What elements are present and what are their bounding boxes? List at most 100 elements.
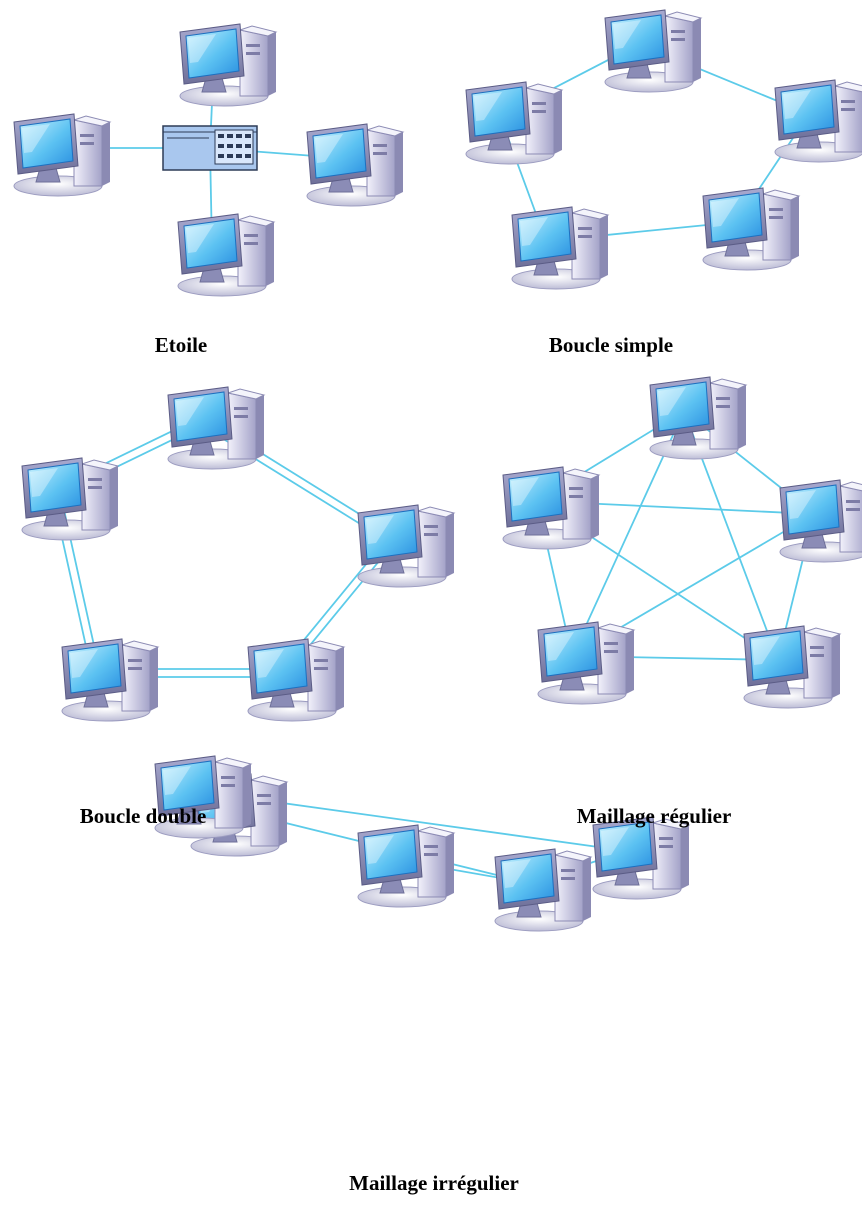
screen-glare xyxy=(601,827,629,856)
switch-port xyxy=(236,134,242,138)
screen-glare xyxy=(366,835,394,864)
drive-bay xyxy=(561,869,575,872)
tower-side xyxy=(600,215,608,279)
drive-bay xyxy=(532,110,546,113)
tower-side xyxy=(279,782,287,846)
network-switch-icon xyxy=(162,125,258,171)
tower-side xyxy=(693,18,701,82)
screen-glare xyxy=(783,90,811,119)
computer-icon-etoile-bottom xyxy=(177,213,276,297)
drive-bay xyxy=(569,487,583,490)
drive-bay xyxy=(244,234,258,237)
computer-icon-boucle-double-bottom-left xyxy=(61,638,160,722)
drive-bay xyxy=(246,52,260,55)
drive-bay xyxy=(314,667,328,670)
tower-side xyxy=(268,32,276,96)
tower-case xyxy=(214,761,244,829)
monitor-screen xyxy=(27,462,82,513)
monitor-screen xyxy=(471,86,526,137)
monitor-screen xyxy=(363,829,418,880)
caption-boucle-double: Boucle double xyxy=(79,804,207,828)
monitor-screen xyxy=(708,192,763,243)
screen-glare xyxy=(163,766,191,795)
tower-case xyxy=(250,779,280,847)
monitor-screen xyxy=(500,853,555,904)
computer-icon-boucle-simple-right xyxy=(774,79,862,163)
tower-side xyxy=(583,857,591,921)
drive-bay xyxy=(769,216,783,219)
monitor-screen xyxy=(780,84,835,135)
drive-bay xyxy=(424,533,438,536)
monitor-screen xyxy=(363,509,418,560)
tower-side xyxy=(591,475,599,539)
switch-port xyxy=(236,154,242,158)
computer-icon-etoile-right xyxy=(306,123,405,207)
tower-side xyxy=(395,132,403,196)
drive-bay xyxy=(80,142,94,145)
drive-bay xyxy=(424,845,438,848)
monitor-screen xyxy=(173,391,228,442)
computer-icon-maillage-irregulier-top xyxy=(357,824,456,908)
monitor-screen xyxy=(183,218,238,269)
tower-case xyxy=(73,119,103,187)
drive-bay xyxy=(810,654,824,657)
screen-glare xyxy=(315,134,343,163)
tower-side xyxy=(110,466,118,530)
switch-port xyxy=(218,134,224,138)
monitor-screen xyxy=(160,760,215,811)
drive-bay xyxy=(221,784,235,787)
monitor-screen xyxy=(610,14,665,65)
tower-top xyxy=(838,481,862,492)
tower-top xyxy=(833,81,862,93)
drive-bay xyxy=(244,242,258,245)
computer-icon-maillage-regulier-left xyxy=(502,466,601,550)
monitor-screen xyxy=(655,381,710,432)
monitor-screen xyxy=(517,211,572,262)
screen-glare xyxy=(474,92,502,121)
drive-bay xyxy=(128,659,142,662)
drive-bay xyxy=(578,227,592,230)
drive-bay xyxy=(88,478,102,481)
tower-case xyxy=(239,29,269,97)
monitor-screen xyxy=(598,821,653,872)
screen-glare xyxy=(546,632,574,661)
switch-port xyxy=(245,144,251,148)
tower-case xyxy=(417,830,447,898)
drive-bay xyxy=(671,30,685,33)
tower-side xyxy=(243,764,251,828)
screen-glare xyxy=(503,859,531,888)
switch-port xyxy=(218,144,224,148)
screen-glare xyxy=(22,124,50,153)
tower-case xyxy=(709,382,739,450)
switch-port xyxy=(245,154,251,158)
caption-etoile: Etoile xyxy=(154,333,208,357)
drive-bay xyxy=(716,397,730,400)
tower-side xyxy=(791,196,799,260)
drive-bay xyxy=(373,144,387,147)
tower-case xyxy=(237,219,267,287)
drive-bay xyxy=(841,100,855,103)
screen-glare xyxy=(752,636,780,665)
monitor-screen xyxy=(67,643,122,694)
drive-bay xyxy=(604,642,618,645)
computer-icon-maillage-regulier-right xyxy=(779,479,862,563)
drive-bay xyxy=(846,508,860,511)
screen-glare xyxy=(366,515,394,544)
screen-glare xyxy=(613,20,641,49)
tower-side xyxy=(266,222,274,286)
drive-bay xyxy=(578,235,592,238)
tower-side xyxy=(336,647,344,711)
tower-side xyxy=(626,630,634,694)
monitor-screen xyxy=(749,630,804,681)
drive-bay xyxy=(246,44,260,47)
tower-case xyxy=(664,15,694,83)
drive-bay xyxy=(532,102,546,105)
screen-glare xyxy=(711,198,739,227)
computer-icon-boucle-simple-top xyxy=(604,9,703,93)
drive-bay xyxy=(314,659,328,662)
tower-case xyxy=(227,392,257,460)
switch-port xyxy=(227,134,233,138)
drive-bay xyxy=(841,108,855,111)
computer-icon-maillage-regulier-bottom-right xyxy=(743,625,842,709)
